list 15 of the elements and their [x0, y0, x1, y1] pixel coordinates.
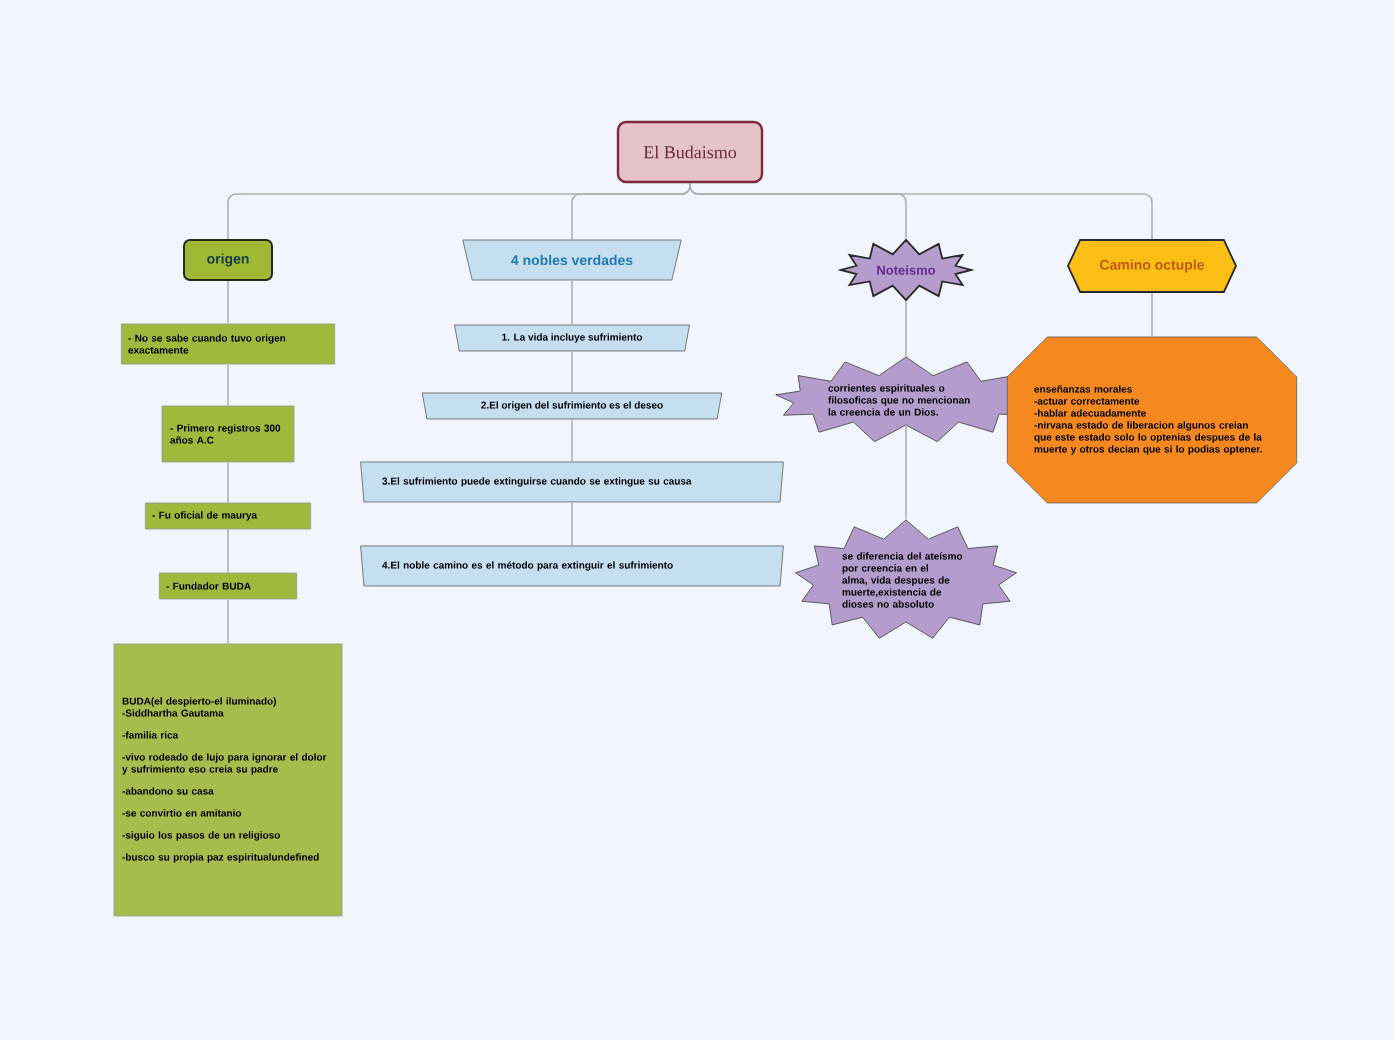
connector-line: [227, 461, 229, 504]
connector-line: [227, 280, 229, 325]
connector-line: [227, 363, 229, 407]
connector-line: [689, 182, 1153, 240]
connector-line: [905, 424, 907, 521]
connector-line: [571, 279, 573, 326]
connector-line: [571, 350, 573, 394]
connector-line: [571, 418, 573, 463]
connector-line: [571, 182, 691, 241]
connector-line: [227, 598, 229, 645]
connector-line: [1151, 292, 1153, 338]
connector-line: [905, 300, 907, 358]
title-box: El Budaismo: [616, 120, 764, 184]
connector-line: [227, 528, 229, 574]
connector-line: [571, 501, 573, 547]
